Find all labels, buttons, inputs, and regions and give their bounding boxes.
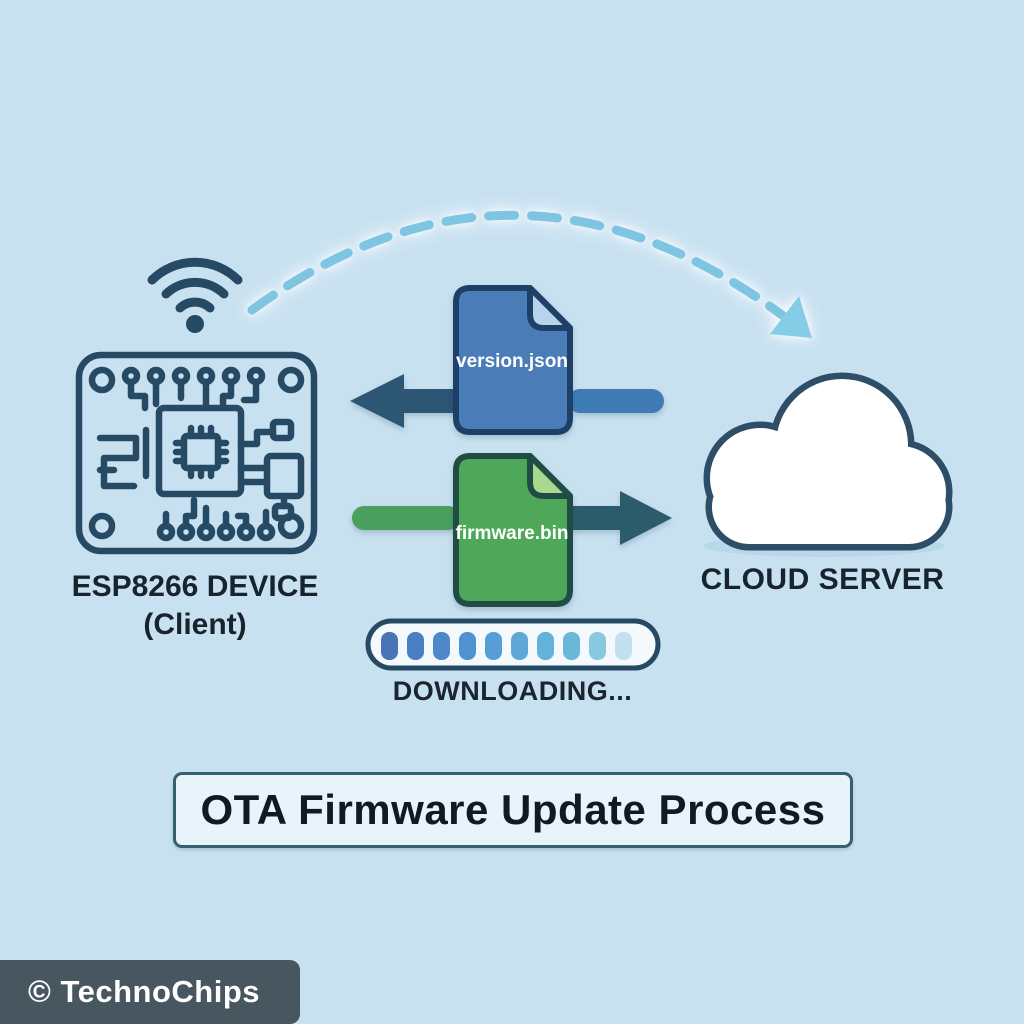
arrow-to-device [350,374,664,428]
progress-segment [615,632,632,660]
arrow-left-icon [350,374,404,428]
progress-segment [537,632,554,660]
progress-segment [459,632,476,660]
dashed-arc-path [247,210,787,320]
title-box: OTA Firmware Update Process [173,772,853,848]
file-fold-corner [527,285,573,331]
arrow-shaft-left-green [352,506,460,530]
version-file-label: version.json [456,351,568,372]
device-label: ESP8266 DEVICE (Client) [28,568,362,643]
watermark-text: © TechnoChips [28,974,260,1009]
progress-segment [485,632,502,660]
board-outline [75,351,318,555]
wifi-icon [147,257,243,333]
progress-segment [563,632,580,660]
arc-arrowhead-icon [770,296,812,338]
arrow-shaft-right [568,389,664,413]
version-file-icon [453,285,573,435]
arrow-shaft-left [400,389,460,413]
downloading-status-label: DOWNLOADING... [392,676,633,706]
arrow-right-icon [620,491,672,545]
arrow-to-cloud [352,491,672,545]
progress-bar-segments [381,632,651,660]
progress-segment [589,632,606,660]
cloud-server-label: CLOUD SERVER [700,563,945,596]
progress-segment [433,632,450,660]
cloud-icon [703,372,953,557]
dashed-arc-arrow [247,210,812,338]
arrow-shaft-right-teal [566,506,624,530]
progress-segment [381,632,398,660]
esp8266-board-icon [75,351,318,555]
device-label-line2: (Client) [143,607,247,641]
page-title: OTA Firmware Update Process [200,786,826,833]
firmware-file-icon [453,453,573,607]
chip-icon [155,404,245,498]
file-fold-corner [527,453,573,499]
progress-segment [407,632,424,660]
firmware-file-label: firmware.bin [455,523,569,544]
progress-segment [511,632,528,660]
watermark-badge: © TechnoChips [0,960,300,1024]
device-label-line1: ESP8266 DEVICE [71,570,319,603]
